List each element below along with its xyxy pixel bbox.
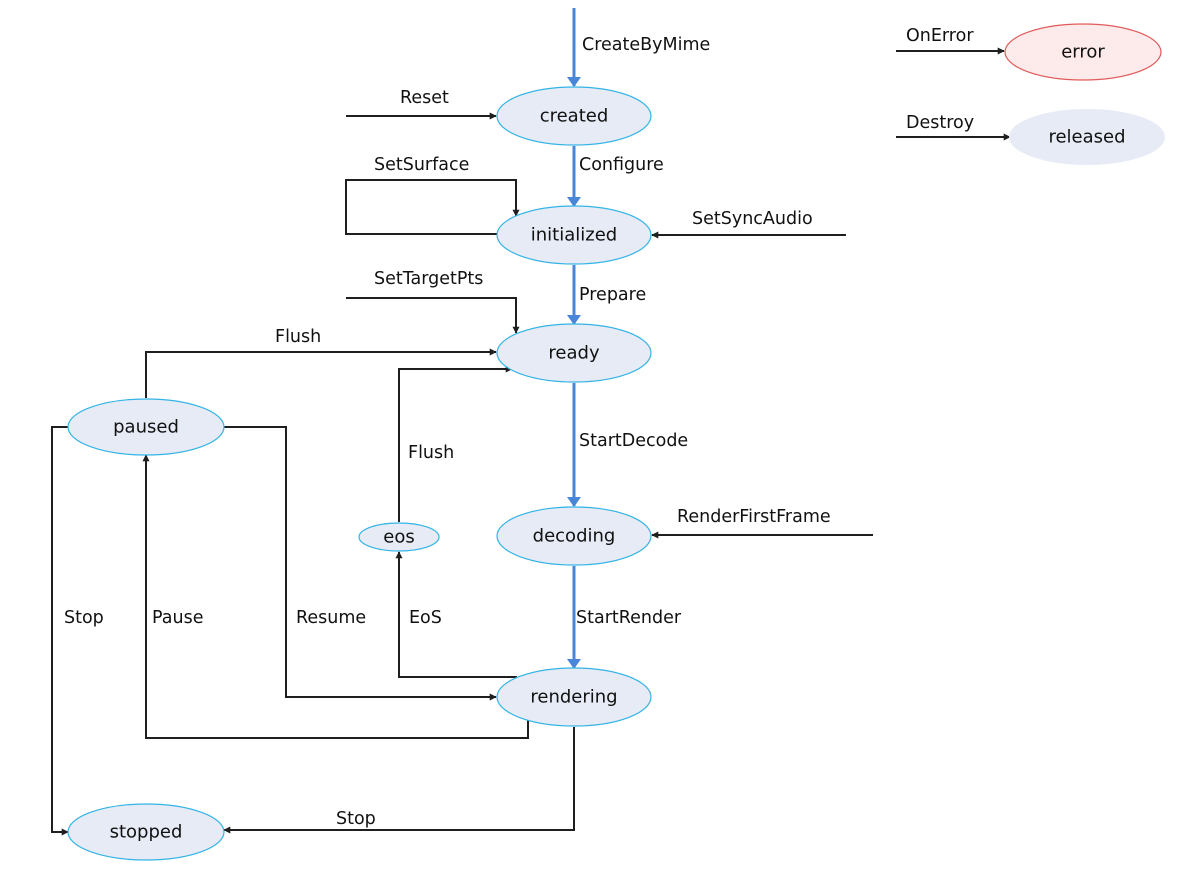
state-created-label: created xyxy=(540,106,609,127)
label-set-target-pts: SetTargetPts xyxy=(374,269,483,289)
edge-pause xyxy=(142,454,529,739)
state-paused: paused xyxy=(67,398,225,456)
label-eos: EoS xyxy=(409,608,442,628)
state-initialized: initialized xyxy=(496,205,652,265)
label-create-by-mime: CreateByMime xyxy=(582,35,710,55)
edge-stop-paused xyxy=(51,426,69,836)
label-reset: Reset xyxy=(400,88,449,108)
state-stopped: stopped xyxy=(67,803,225,861)
label-destroy: Destroy xyxy=(906,113,974,133)
state-decoding-label: decoding xyxy=(533,526,616,547)
label-stop-rendering: Stop xyxy=(336,809,376,829)
label-start-decode: StartDecode xyxy=(579,431,688,451)
label-set-sync-audio: SetSyncAudio xyxy=(692,209,813,229)
label-configure: Configure xyxy=(579,155,664,175)
state-released-label: released xyxy=(1048,127,1125,148)
label-flush-eos: Flush xyxy=(408,443,454,463)
label-render-first-frame: RenderFirstFrame xyxy=(677,507,831,527)
state-eos-label: eos xyxy=(383,527,414,548)
state-stopped-label: stopped xyxy=(110,822,183,843)
label-stop-paused: Stop xyxy=(64,608,104,628)
label-set-surface: SetSurface xyxy=(374,155,469,175)
state-ready: ready xyxy=(496,323,652,383)
edge-eos xyxy=(395,551,517,678)
edge-flush-paused xyxy=(145,348,497,398)
state-paused-label: paused xyxy=(113,417,179,438)
label-flush-paused: Flush xyxy=(275,327,321,347)
state-decoding: decoding xyxy=(496,506,652,566)
state-eos: eos xyxy=(358,522,440,552)
state-rendering: rendering xyxy=(496,667,652,727)
label-start-render: StartRender xyxy=(576,608,682,628)
state-ready-label: ready xyxy=(548,343,600,364)
edge-flush-eos xyxy=(398,365,513,522)
state-error-label: error xyxy=(1061,42,1105,63)
edge-set-target-pts xyxy=(346,297,520,334)
state-initialized-label: initialized xyxy=(531,225,617,246)
label-resume: Resume xyxy=(296,608,366,628)
edge-resume xyxy=(224,426,497,701)
label-on-error: OnError xyxy=(906,26,974,46)
state-error: error xyxy=(1004,23,1162,81)
edge-stop-rendering xyxy=(223,727,575,834)
state-rendering-label: rendering xyxy=(530,687,617,708)
label-prepare: Prepare xyxy=(579,285,646,305)
state-released: released xyxy=(1009,109,1165,165)
state-created: created xyxy=(496,86,652,146)
label-pause: Pause xyxy=(152,608,203,628)
edge-set-surface xyxy=(345,179,520,235)
